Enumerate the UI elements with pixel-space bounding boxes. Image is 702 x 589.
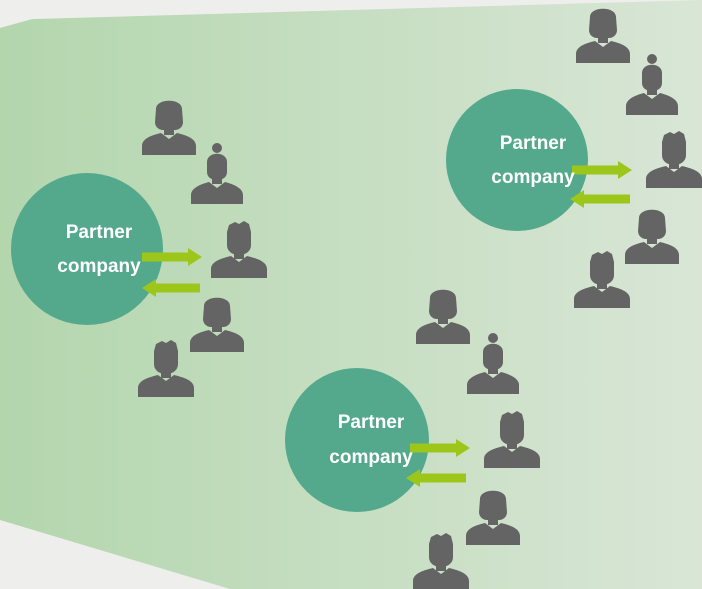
background-corner-top xyxy=(0,0,100,28)
partner-company-label-line1: Partner xyxy=(338,412,405,433)
arrow-right-icon xyxy=(572,161,632,179)
arrow-left-icon xyxy=(570,190,630,208)
arrow-right-icon xyxy=(410,439,470,457)
arrow-left-icon xyxy=(142,279,200,297)
partner-company-label-line2: company xyxy=(329,447,413,468)
partner-company-label-line1: Partner xyxy=(66,222,133,243)
partner-company-circle xyxy=(446,89,588,231)
partner-group-2: Partner company xyxy=(446,8,702,308)
partner-group-1: Partner company xyxy=(11,100,267,397)
arrow-right-icon xyxy=(142,248,202,266)
partner-company-label-line2: company xyxy=(491,167,575,188)
partner-company-label-line2: company xyxy=(57,256,141,277)
partner-company-circle xyxy=(285,368,429,512)
arrow-left-icon xyxy=(406,469,466,487)
partner-company-circle xyxy=(11,173,163,325)
partner-group-3: Partner company xyxy=(285,289,540,589)
partner-company-label-line1: Partner xyxy=(500,133,567,154)
